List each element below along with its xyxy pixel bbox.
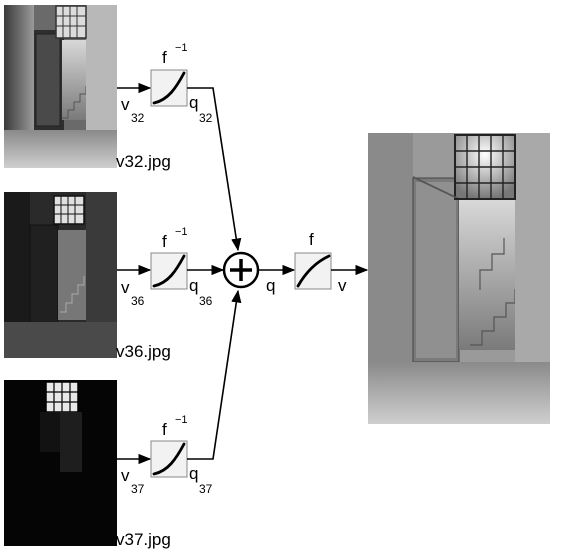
func-sup-1: −1 <box>175 42 188 54</box>
input-sub-3: 37 <box>131 482 145 496</box>
arrow-q32-to-sum <box>187 87 242 252</box>
inverse-curve-1 <box>152 71 186 105</box>
caption-v36: v36.jpg <box>116 342 171 361</box>
output-label-1: q <box>189 93 198 112</box>
response-func-label: f <box>309 230 314 249</box>
inverse-curve-3 <box>152 442 186 476</box>
output-label-2: q <box>189 276 198 295</box>
response-curve <box>296 254 331 288</box>
input-label-3: v <box>121 466 130 485</box>
photo-v36 <box>4 192 117 358</box>
inverse-curve-2 <box>152 254 186 288</box>
output-sub-3: 37 <box>199 482 213 496</box>
summation-node <box>222 251 260 289</box>
func-sup-3: −1 <box>175 414 188 426</box>
caption-v32: v32.jpg <box>116 152 171 171</box>
photo-v37 <box>4 380 117 546</box>
output-sub-2: 36 <box>199 294 213 308</box>
func-sup-2: −1 <box>175 226 188 238</box>
caption-v37: v37.jpg <box>116 530 171 549</box>
photo-result <box>368 133 550 424</box>
func-label-3: f <box>162 420 167 439</box>
input-label-2: v <box>121 278 130 297</box>
output-label-3: q <box>189 464 198 483</box>
arrow-q37-to-sum <box>187 289 242 460</box>
result-label: v <box>338 276 347 295</box>
output-sub-1: 32 <box>199 111 213 125</box>
input-sub-1: 32 <box>131 111 145 125</box>
input-label-1: v <box>121 95 130 114</box>
sum-output-label: q <box>266 276 275 295</box>
input-sub-2: 36 <box>131 294 145 308</box>
photo-v32 <box>4 5 117 168</box>
func-label-1: f <box>162 48 167 67</box>
func-label-2: f <box>162 232 167 251</box>
